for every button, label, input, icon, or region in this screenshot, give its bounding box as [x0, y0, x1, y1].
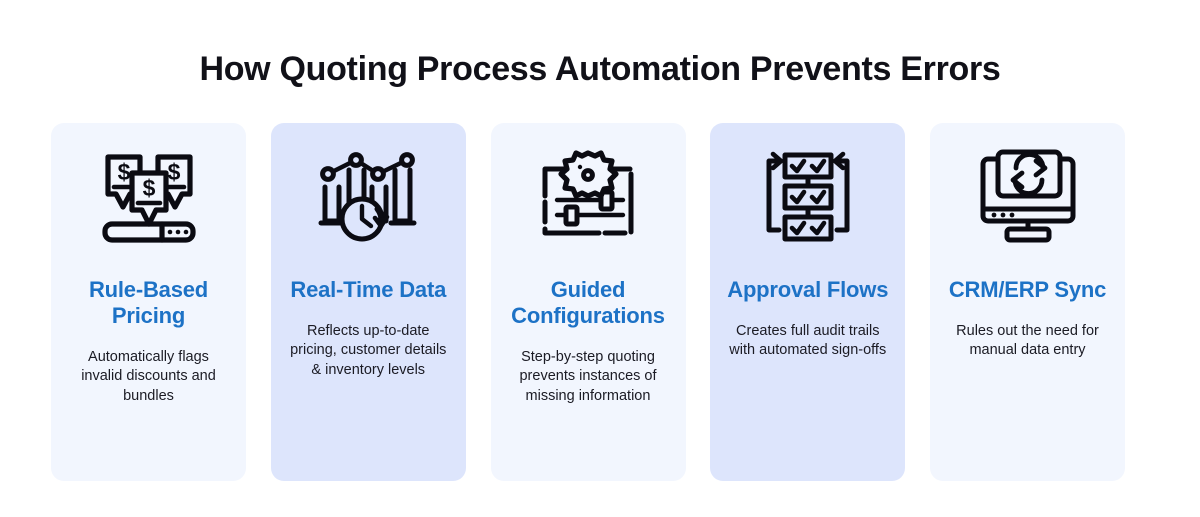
page-title: How Quoting Process Automation Prevents … [199, 50, 1001, 88]
card-crm-erp-sync[interactable]: CRM/ERP Sync Rules out the need for manu… [930, 123, 1125, 481]
card-body: Creates full audit trails with automated… [729, 323, 887, 359]
bar-chart-clock-icon [312, 145, 424, 245]
price-tags-dollar-icon: $ $ $ [93, 145, 205, 245]
card-body: Reflects up-to-date pricing, customer de… [290, 323, 447, 378]
card-approval-flows[interactable]: Approval Flows Creates full audit trails… [710, 123, 906, 481]
svg-text:$: $ [142, 175, 155, 201]
card-heading: Guided Configurations [511, 277, 665, 328]
svg-text:$: $ [167, 159, 180, 185]
card-body: Automatically flags invalid discounts an… [81, 349, 216, 404]
card-real-time-data[interactable]: Real-Time Data Reflects up-to-date prici… [270, 123, 466, 481]
card-body: Step-by-step quoting prevents instances … [519, 349, 657, 404]
card-heading: CRM/ERP Sync [948, 277, 1107, 302]
cards-row: $ $ $ Rule-Based Pricing [51, 123, 1125, 481]
card-body: Rules out the need for manual data entry [956, 323, 1099, 359]
approval-checklist-flow-icon [752, 145, 864, 245]
gear-sliders-icon [532, 145, 644, 245]
card-rule-based-pricing[interactable]: $ $ $ Rule-Based Pricing [51, 123, 246, 481]
card-heading: Real-Time Data [290, 277, 447, 302]
monitor-sync-icon [972, 145, 1084, 245]
card-heading: Approval Flows [727, 277, 889, 302]
card-guided-configurations[interactable]: Guided Configurations Step-by-step quoti… [490, 123, 686, 481]
card-heading: Rule-Based Pricing [88, 277, 209, 328]
svg-text:$: $ [117, 159, 130, 185]
